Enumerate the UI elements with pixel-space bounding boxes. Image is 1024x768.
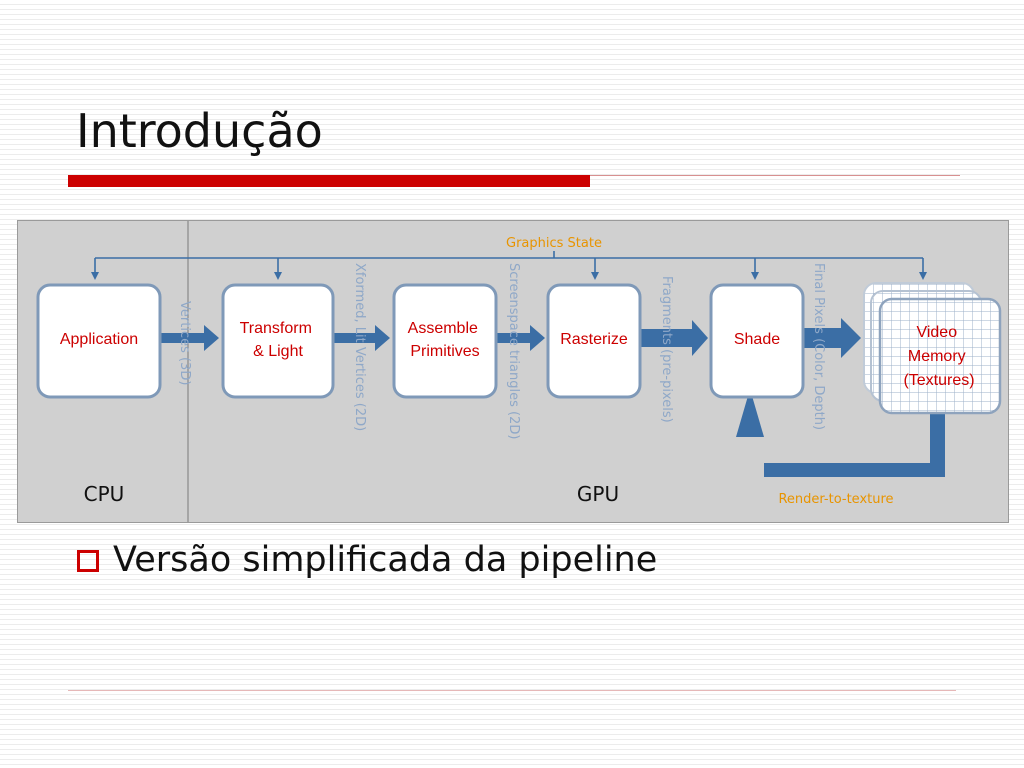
flow-label-fragments: Fragments (pre-pixels)	[659, 276, 674, 423]
title-underline-thin	[590, 175, 960, 176]
arrow-transform-assemble	[333, 325, 390, 351]
arrow-assemble-rasterize	[495, 325, 545, 351]
svg-text:Shade: Shade	[734, 331, 780, 348]
stage-rasterize-label: Rasterize	[560, 331, 628, 348]
stage-shade: Shade	[709, 283, 805, 399]
svg-text:Transform & Light: Transform & Light	[240, 320, 317, 360]
arrow-application-transform	[155, 325, 219, 351]
page-title: Introdução	[76, 104, 323, 158]
bullet-text: Versão simplificada da pipeline	[113, 540, 658, 580]
title-underline-accent	[68, 175, 590, 187]
stage-memory-label-2: Memory	[908, 348, 966, 365]
flow-label-final-pixels: Final Pixels (Color, Depth)	[811, 263, 826, 430]
stage-assemble-label-2: Primitives	[410, 343, 479, 360]
graphics-state-label: Graphics State	[506, 236, 602, 251]
graphics-state-bracket	[91, 251, 927, 280]
flow-label-vertices: Vertices (3D)	[177, 301, 192, 385]
svg-text:Assemble Primitives: Assemble Primitives	[408, 320, 483, 360]
arrow-shade-memory	[803, 318, 861, 358]
arrow-render-to-texture	[736, 389, 945, 477]
stage-rasterize: Rasterize	[546, 283, 642, 399]
arrow-rasterize-shade	[640, 320, 708, 356]
stage-transform-light: Transform & Light	[221, 283, 335, 399]
flow-arrows	[155, 318, 945, 477]
footer-rule	[68, 690, 956, 691]
region-label-cpu: CPU	[84, 482, 125, 506]
stage-transform-label-1: Transform	[240, 320, 312, 337]
stage-application-label: Application	[60, 331, 138, 348]
render-to-texture-label: Render-to-texture	[778, 492, 893, 507]
stage-application: Application	[36, 283, 162, 399]
bullet-item: Versão simplificada da pipeline	[77, 540, 657, 580]
stage-video-memory: Video Memory (Textures)	[863, 282, 1002, 415]
svg-text:Application: Application	[60, 331, 138, 348]
stage-assemble-label-1: Assemble	[408, 320, 478, 337]
flow-label-xformed: Xformed, Lit Vertices (2D)	[352, 263, 367, 431]
flow-label-screenspace: Screenspace triangles (2D)	[506, 263, 521, 439]
stage-memory-label-3: (Textures)	[903, 372, 974, 389]
stage-shade-label: Shade	[734, 331, 780, 348]
pipeline-diagram: Graphics State Vertices (3D) Xformed, Li…	[17, 220, 1009, 523]
bullet-square-icon	[77, 550, 99, 572]
svg-text:Rasterize: Rasterize	[560, 331, 628, 348]
region-label-gpu: GPU	[577, 482, 619, 506]
stage-assemble-primitives: Assemble Primitives	[392, 283, 498, 399]
stage-transform-label-2: & Light	[253, 343, 303, 360]
svg-text:Video Memory (: Video Memory (Textures)	[903, 324, 974, 389]
stage-memory-label-1: Video	[916, 324, 957, 341]
